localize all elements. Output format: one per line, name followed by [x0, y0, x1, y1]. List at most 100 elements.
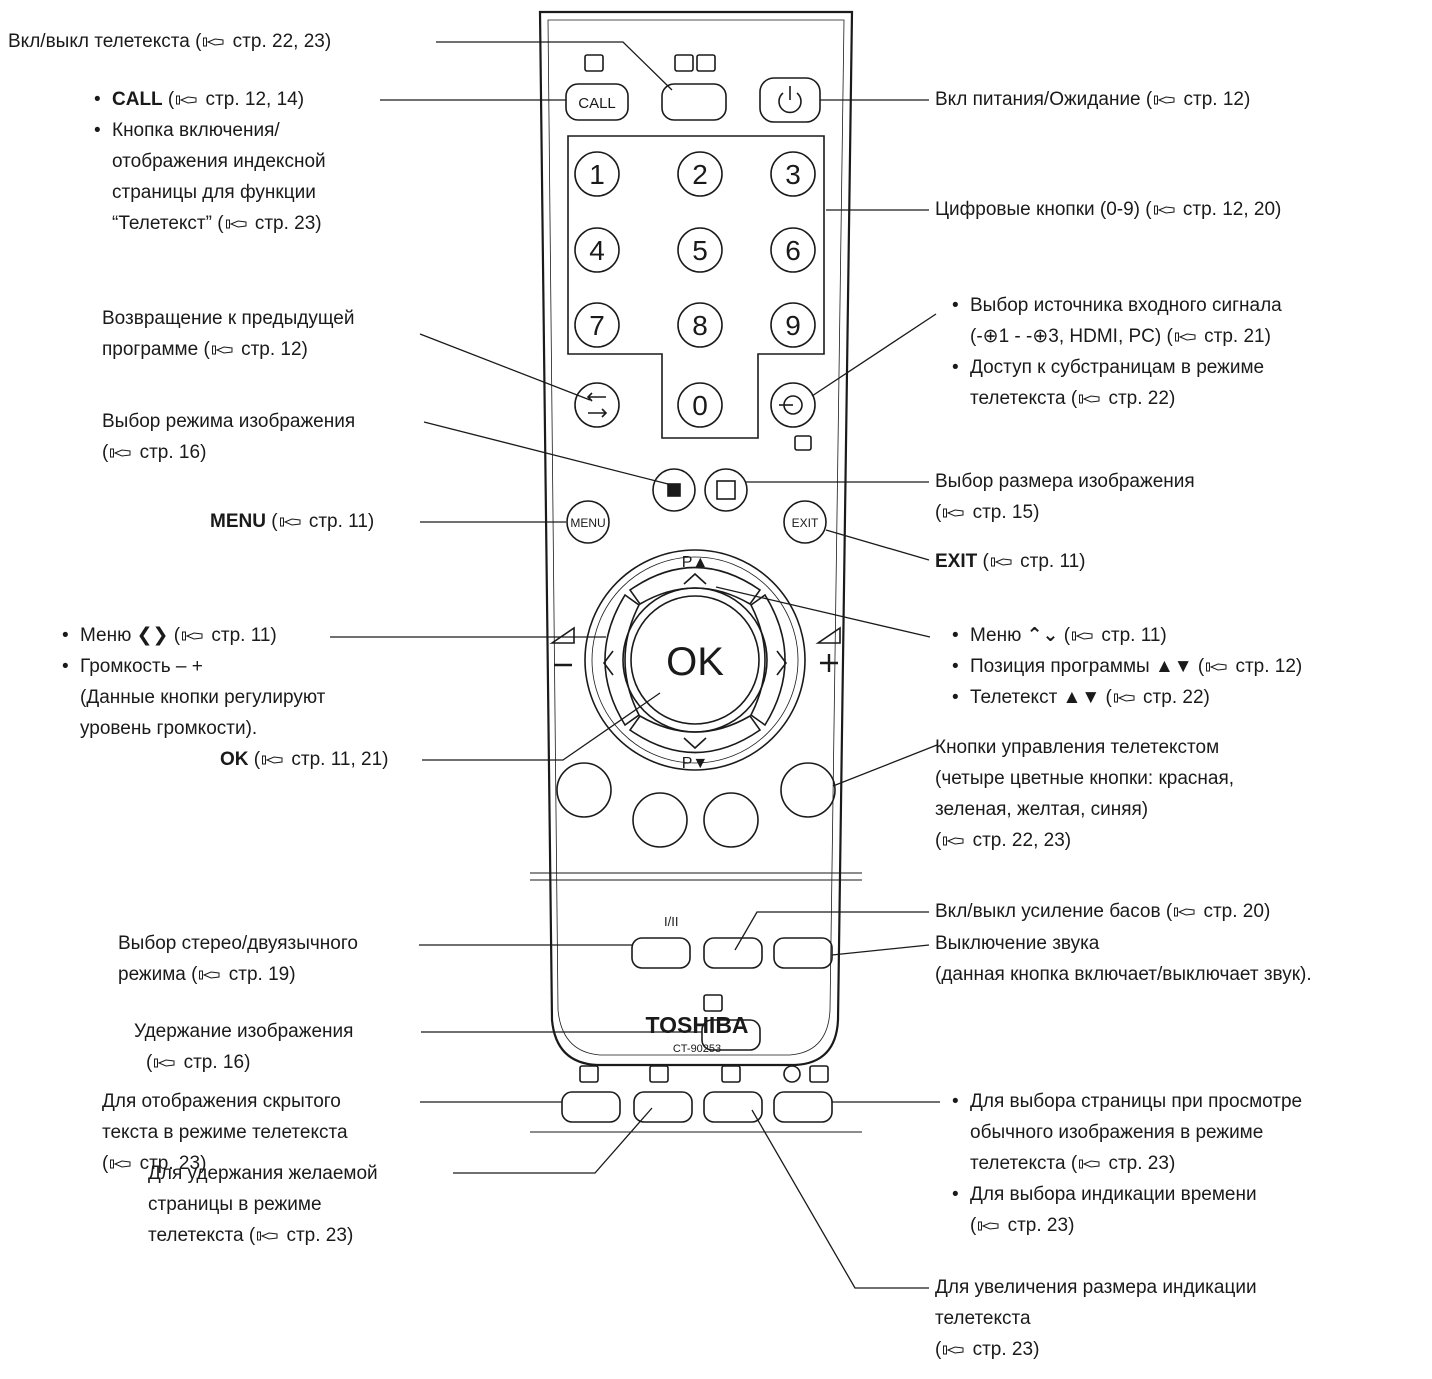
digit-4[interactable]: 4	[589, 235, 605, 266]
number-panel	[567, 135, 825, 439]
red-button	[556, 762, 612, 818]
input-icon: ⊕	[982, 326, 999, 347]
picture-size-button	[704, 468, 748, 512]
digit-0[interactable]: 0	[692, 390, 708, 421]
dpad-up	[628, 566, 762, 606]
up-down-icon: ⌃⌄	[1026, 625, 1059, 646]
p-down-label: P▼	[682, 755, 709, 772]
page-ref-icon	[1072, 630, 1094, 642]
page-ref-icon	[110, 1158, 132, 1170]
dpad-left	[604, 593, 641, 727]
page-ref-icon	[1079, 393, 1101, 405]
page-ref-icon	[199, 969, 221, 981]
callout-lines	[330, 41, 940, 1289]
page-ref-icon	[991, 556, 1013, 568]
digit-9[interactable]: 9	[785, 310, 801, 341]
page-ref-icon	[943, 835, 965, 847]
time-button	[773, 1091, 833, 1123]
stereo-button	[631, 937, 691, 969]
reveal-button	[561, 1091, 621, 1123]
brand-logo: TOSHIBA	[645, 1012, 748, 1038]
label-menu-ud: •Меню ⌃⌄ ( стр. 11) •Позиция программы ▲…	[952, 625, 1303, 708]
digit-1[interactable]: 1	[589, 159, 605, 190]
call-button[interactable]: CALL	[578, 95, 616, 112]
page-ref-icon	[257, 1230, 279, 1242]
label-teletext-toggle: Вкл/выкл телетекста ( стр. 22, 23)	[8, 31, 332, 52]
label-call: •CALL ( стр. 12, 14) •Кнопка включения/ …	[94, 89, 326, 234]
label-color-buttons: Кнопки управления телетекстом (четыре цв…	[935, 737, 1235, 851]
label-power: Вкл питания/Ожидание ( стр. 12)	[935, 89, 1251, 110]
digit-7[interactable]: 7	[589, 310, 605, 341]
page-ref-icon	[262, 754, 284, 766]
ok-button	[630, 595, 760, 725]
label-hold: Для удержания желаемой страницы в режиме…	[148, 1163, 378, 1246]
page-ref-icon	[154, 1057, 176, 1069]
label-input: •Выбор источника входного сигнала (-⊕1 -…	[952, 295, 1282, 409]
page-ref-icon	[1154, 204, 1176, 216]
digit-buttons	[574, 151, 816, 428]
bass-button	[703, 937, 763, 969]
call-button-shape	[565, 83, 629, 121]
prev-program-button	[574, 382, 620, 428]
page-ref-icon	[280, 516, 302, 528]
stereo-caption: I/II	[664, 914, 678, 929]
remote-texts: CALL MENU EXIT OK P▲ P▼ I/II TOSHIBA CT-…	[570, 95, 819, 1055]
label-picture-size: Выбор размера изображения ( стр. 15)	[935, 471, 1195, 523]
size-teletext-button	[703, 1091, 763, 1123]
dpad-outer	[584, 549, 806, 771]
hold-button	[633, 1091, 693, 1123]
freeze-button	[701, 1019, 761, 1051]
page-ref-icon	[978, 1220, 1000, 1232]
yellow-button	[703, 792, 759, 848]
label-menu: MENU ( стр. 11)	[210, 511, 375, 532]
page-ref-icon	[1174, 906, 1196, 918]
label-mute: Выключение звука (данная кнопка включает…	[935, 933, 1312, 985]
label-picture-mode: Выбор режима изображения ( стр. 16)	[102, 411, 356, 463]
dpad-down	[628, 714, 762, 754]
teletext-toggle-button	[661, 83, 727, 121]
picture-mode-button	[652, 468, 696, 512]
dpad-right	[749, 593, 786, 727]
mute-button	[773, 937, 833, 969]
page-ref-icon	[203, 36, 225, 48]
menu-button[interactable]: MENU	[570, 516, 605, 530]
page-ref-icon	[943, 1344, 965, 1356]
page-ref-icon	[226, 218, 248, 230]
p-up-label: P▲	[682, 554, 709, 571]
green-button	[632, 792, 688, 848]
label-freeze: Удержание изображения ( стр. 16)	[134, 1021, 354, 1073]
page-ref-icon	[212, 344, 234, 356]
page-ref-icon	[110, 447, 132, 459]
page-ref-icon	[1079, 1158, 1101, 1170]
page-ref-icon	[1114, 692, 1136, 704]
label-menu-lr-volume: •Меню ❮❯ ( стр. 11) •Громкость – + (Данн…	[62, 625, 326, 739]
label-ok: OK ( стр. 11, 21)	[220, 749, 389, 770]
digit-2[interactable]: 2	[692, 159, 708, 190]
digit-8[interactable]: 8	[692, 310, 708, 341]
page-ref-icon	[182, 630, 204, 642]
label-digits: Цифровые кнопки (0-9) ( стр. 12, 20)	[935, 199, 1282, 220]
label-page-select: •Для выбора страницы при просмотре обычн…	[952, 1091, 1303, 1236]
label-bass: Вкл/выкл усиление басов ( стр. 20)	[935, 901, 1271, 922]
exit-button[interactable]: EXIT	[792, 516, 819, 530]
label-stereo: Выбор стерео/двуязычного режима ( стр. 1…	[118, 933, 358, 985]
label-reveal: Для отображения скрытого текста в режиме…	[102, 1091, 348, 1174]
dpad-inner-ring	[591, 556, 799, 764]
ok-label: OK	[666, 640, 724, 684]
page-ref-icon	[176, 94, 198, 106]
left-right-icon: ❮❯	[136, 625, 169, 646]
menu-button-shape	[566, 500, 610, 544]
label-zoom: Для увеличения размера индикации телетек…	[935, 1277, 1257, 1360]
page-ref-icon	[1175, 331, 1197, 343]
label-prev-program: Возвращение к предыдущей программе ( стр…	[102, 308, 355, 360]
digit-3[interactable]: 3	[785, 159, 801, 190]
exit-button-shape	[783, 500, 827, 544]
body-inner-edge	[547, 19, 845, 1056]
page-ref-icon	[943, 507, 965, 519]
digit-6[interactable]: 6	[785, 235, 801, 266]
page-ref-icon	[1154, 94, 1176, 106]
input-select-button	[770, 382, 816, 428]
digit-5[interactable]: 5	[692, 235, 708, 266]
